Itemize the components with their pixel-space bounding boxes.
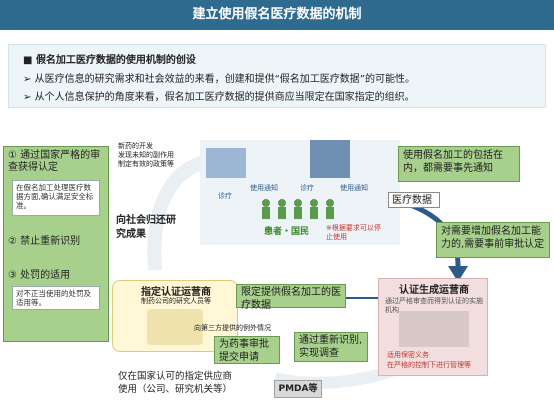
pmda-box: PMDA等 (274, 380, 322, 398)
reidentify-label: 通过重新识别,实现调查 (294, 332, 368, 362)
server-icon (399, 311, 469, 347)
medical-data-label: 医疗数据 (388, 192, 440, 208)
requirement-3: ③ 处罚的适用 (8, 270, 71, 281)
intro-heading-text: 假名加工医疗数据的使用机制的创设 (35, 55, 196, 66)
patients-label: 患者・国民 (264, 227, 310, 237)
notify-label: 使用通知 (250, 184, 278, 192)
diagnosis-label: 诊疗 (300, 184, 314, 192)
clinic-building-icon (206, 148, 246, 178)
benefit-note: 制定有效的政策等 (118, 160, 174, 168)
intro-bullet-2: ➢ 从个人信息保护的角度来看，假名加工医疗数据的提供商应当限定在国家指定的组织。 (23, 88, 415, 103)
title-bar (0, 0, 554, 30)
arrow-bullet-icon: ➢ (23, 92, 32, 103)
diagnosis-label: 诊疗 (218, 192, 232, 200)
certified-operator-panel: 认证生成运营商 通过严格审查而得到认证的实施机构 适用保密义务 在严格的控制下进… (378, 278, 488, 376)
intro-panel: ■ 假名加工医疗数据的使用机制的创设 ➢ 从医疗信息的研究需求和社会效益的来看，… (8, 44, 546, 108)
designated-operator-title: 指定认证运营商 (141, 287, 211, 298)
bottom-note: 仅在国家认可的指定供应商使用（公司、研究机关等） (118, 371, 233, 395)
stop-request-note: ※根据要求可以停止使用 (326, 224, 381, 241)
benefit-note: 发现未知的副作用 (118, 151, 174, 159)
third-party-label: 向第三方提供的例外情况 (194, 324, 271, 332)
hospital-building-icon (310, 140, 350, 178)
certified-bullet: 适用保密义务 (387, 351, 429, 359)
provide-data-label: 限定提供假名加工的医疗数据 (236, 284, 346, 311)
advance-notice-label: 使用假名加工的包括在内，都需要事先通知 (398, 146, 520, 182)
certified-operator-title: 认证生成运营商 (399, 285, 469, 296)
intro-bullet-1: ➢ 从医疗信息的研究需求和社会效益的来看，创建和提供“假名加工医疗数据”的可能性… (23, 70, 415, 85)
designated-operator-panel: 指定认证运营商 制药公司的研究人员等 (112, 280, 238, 352)
requirement-3-detail: 对不正当使用的处罚及适用等。 (12, 286, 100, 310)
benefit-notes: 新药的开发 发现未知的副作用 制定有效的政策等 (118, 142, 198, 169)
designated-operator-subtitle: 制药公司的研究人员等 (141, 297, 211, 305)
certified-bullet: 在严格的控制下进行管理等 (387, 361, 471, 369)
square-bullet-icon: ■ (23, 55, 33, 66)
intro-bullet-text: 从个人信息保护的角度来看，假名加工医疗数据的提供商应当限定在国家指定的组织。 (34, 92, 415, 103)
researcher-icon (147, 309, 203, 345)
requirement-1: ① 通过国家严格的审查获得认定 (8, 150, 101, 173)
people-group-icon (258, 198, 338, 220)
intro-bullet-text: 从医疗信息的研究需求和社会效益的来看，创建和提供“假名加工医疗数据”的可能性。 (34, 74, 415, 85)
benefit-note: 新药的开发 (118, 142, 153, 150)
requirement-1-detail: 在假名加工处理医疗数据方面,确认满足安全标准。 (12, 180, 100, 216)
hospital-scene: 诊疗 使用通知 诊疗 使用通知 患者・国民 ※根据要求可以停止使用 (200, 140, 400, 245)
intro-heading: ■ 假名加工医疗数据的使用机制的创设 (23, 51, 196, 66)
approval-label: 对需要增加假名加工能力的,需要事前审批认定 (436, 222, 550, 258)
requirement-2: ② 禁止重新识别 (8, 236, 81, 247)
page-title: 建立使用假名医疗数据的机制 (192, 7, 362, 22)
data-flow-arrow-head (448, 266, 468, 282)
certified-operator-note: 通过严格审查而得到认证的实施机构 (385, 297, 483, 314)
pharma-submit-label: 为药事审批提交申请 (214, 336, 280, 364)
social-return-label: 向社会归还研究成果 (116, 215, 176, 240)
notify-label: 使用通知 (340, 184, 368, 192)
arrow-bullet-icon: ➢ (23, 74, 32, 85)
